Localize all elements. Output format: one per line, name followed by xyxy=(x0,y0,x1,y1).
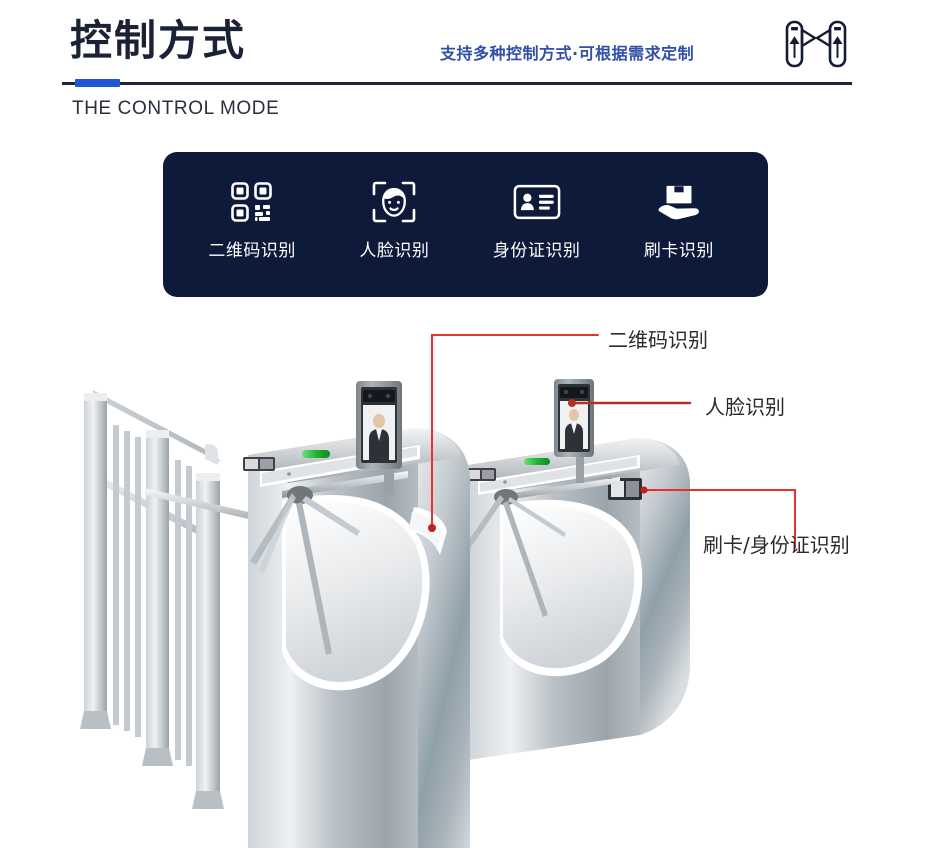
feature-item-card-swipe[interactable]: 刷卡识别 xyxy=(608,180,750,261)
feature-item-id-card[interactable]: 身份证识别 xyxy=(466,180,608,261)
callout-label-card: 刷卡/身份证识别 xyxy=(703,533,850,557)
page-header: 控制方式 支持多种控制方式·可根据需求定制 THE CONTROL MODE xyxy=(0,0,930,132)
callout-leader-lines xyxy=(428,334,796,549)
feature-label: 二维码识别 xyxy=(208,241,296,261)
callout-label-qr: 二维码识别 xyxy=(608,328,708,352)
callout-line-card xyxy=(640,486,796,549)
callout-line-face xyxy=(568,399,692,407)
qr-code-icon xyxy=(228,180,276,224)
turnstile-unit-rear xyxy=(455,438,690,760)
page-title-en: THE CONTROL MODE xyxy=(72,98,280,119)
guard-rail-fence xyxy=(80,390,224,809)
face-terminal-rear xyxy=(554,379,594,483)
callout-label-face: 人脸识别 xyxy=(705,395,785,419)
feature-item-face[interactable]: 人脸识别 xyxy=(323,180,465,261)
status-indicator-rear xyxy=(524,458,550,465)
feature-item-qr[interactable]: 二维码识别 xyxy=(181,180,323,261)
control-mode-panel: 二维码识别 xyxy=(163,152,768,297)
id-card-icon xyxy=(513,180,561,224)
product-photo xyxy=(0,305,930,848)
page-title: 控制方式 xyxy=(70,16,247,65)
turnstile-gate-icon xyxy=(781,19,851,69)
tripod-arms-front xyxy=(250,471,408,655)
feature-label: 人脸识别 xyxy=(359,241,430,261)
feature-list: 二维码识别 xyxy=(163,152,768,261)
status-indicator-front xyxy=(302,450,330,458)
face-terminal-front xyxy=(356,381,402,495)
feature-label: 身份证识别 xyxy=(492,241,581,261)
turnstile-unit-front xyxy=(243,428,470,848)
card-swipe-hand-icon xyxy=(655,180,703,224)
header-subtitle: 支持多种控制方式·可根据需求定制 xyxy=(440,44,695,63)
feature-label: 刷卡识别 xyxy=(643,241,714,261)
face-recognition-icon xyxy=(370,180,418,224)
header-divider-accent xyxy=(75,79,120,87)
header-divider xyxy=(62,82,852,85)
callout-line-qr xyxy=(428,334,599,532)
